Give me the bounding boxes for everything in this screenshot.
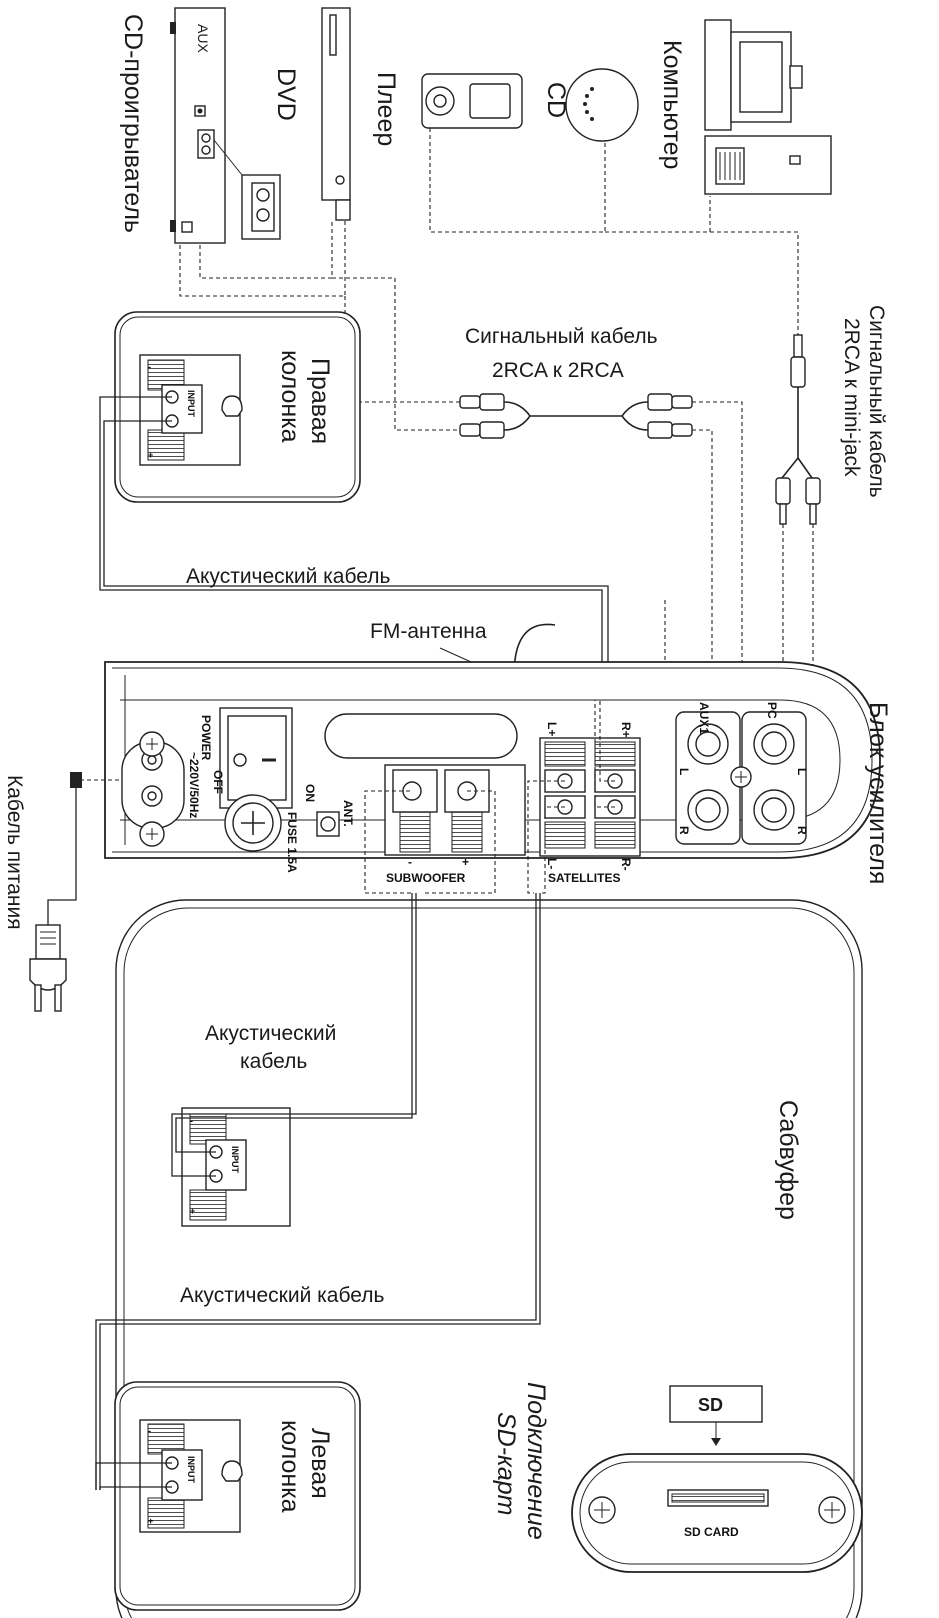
panel-sub-minus: - — [408, 855, 412, 869]
panel-pc-r: R — [795, 826, 809, 835]
sd-connect-label-2: SD-карт — [492, 1412, 520, 1516]
panel-fuse: FUSE 1.5A — [285, 812, 299, 873]
signal-cable-rca-label-1: Сигнальный кабель — [465, 325, 658, 348]
panel-l-plus: L+ — [545, 722, 559, 736]
signal-cable-mini-label-1: Сигнальный кабель — [865, 305, 888, 498]
acoustic-cable-bottom-label: Акустический кабель — [180, 1284, 385, 1307]
left-speaker-input: INPUT — [186, 1456, 196, 1484]
right-speaker-terminal — [139, 354, 243, 466]
panel-voltage: ~220V/50Hz — [187, 752, 201, 818]
dvd-icon — [321, 7, 351, 221]
panel-pc: PC — [765, 702, 779, 719]
computer-icon — [704, 19, 832, 195]
rca-cable-icon — [459, 393, 693, 439]
panel-ant: ANT. — [341, 800, 355, 827]
right-speaker-minus: - — [148, 362, 151, 372]
panel-r-minus: R- — [619, 858, 633, 871]
left-speaker-label-2: колонка — [276, 1420, 304, 1513]
signal-cable-rca-label-2: 2RCA к 2RCA — [492, 359, 624, 382]
right-speaker-plus: + — [148, 450, 153, 460]
subwoofer-terminal — [181, 1107, 291, 1227]
signal-cable-mini-label-2: 2RCA к mini-jack — [840, 318, 863, 477]
power-cable-label: Кабель питания — [3, 775, 26, 930]
panel-power: POWER — [199, 715, 213, 761]
right-speaker-input: INPUT — [186, 390, 196, 418]
cd-player-icon — [170, 7, 281, 244]
mp3-player-icon — [421, 73, 523, 129]
subwoofer-label: Сабвуфер — [774, 1100, 802, 1220]
computer-label: Компьютер — [658, 40, 686, 169]
panel-aux1: AUX1 — [697, 702, 711, 734]
panel-on: ON — [303, 784, 317, 802]
panel-aux-l: L — [677, 768, 691, 775]
left-speaker-plus: + — [148, 1516, 153, 1526]
dvd-label: DVD — [272, 68, 300, 121]
right-speaker-label-1: Правая — [306, 358, 334, 444]
cd-disc-icon — [565, 68, 639, 142]
sd-card-slot-icon — [571, 1453, 863, 1573]
power-plug-icon — [29, 924, 67, 1012]
cd-player-label: CD-проигрыватель — [119, 14, 147, 233]
acoustic-cable-top-label: Акустический кабель — [186, 565, 391, 588]
left-speaker-label-1: Левая — [306, 1428, 334, 1499]
acoustic-cable-mid-label-2: кабель — [240, 1050, 307, 1073]
fm-antenna-label: FM-антенна — [370, 620, 487, 643]
mini-jack-cable-icon — [775, 334, 821, 525]
panel-subwoofer: SUBWOOFER — [386, 871, 466, 885]
panel-off: OFF — [211, 770, 225, 794]
panel-sub-plus: + — [462, 855, 469, 869]
sub-input: INPUT — [230, 1146, 240, 1174]
left-speaker-minus: - — [148, 1426, 151, 1436]
panel-l-minus: L- — [545, 858, 559, 869]
amp-unit-label: Блок усилителя — [864, 702, 892, 884]
acoustic-cable-mid-label-1: Акустический — [205, 1022, 336, 1045]
sd-box — [669, 1385, 763, 1423]
sub-minus: - — [190, 1116, 193, 1126]
sub-plus: + — [190, 1206, 195, 1216]
sd-card-label: SD CARD — [684, 1525, 739, 1539]
amplifier-unit — [104, 661, 881, 859]
aux-label: AUX — [195, 24, 211, 53]
panel-aux-r: R — [677, 826, 691, 835]
sd-connect-label-1: Подключение — [522, 1382, 550, 1540]
left-speaker-terminal — [139, 1419, 243, 1533]
sd-label: SD — [698, 1395, 723, 1415]
player-label: Плеер — [372, 72, 400, 146]
panel-satellites: SATELLITES — [548, 871, 620, 885]
panel-pc-l: L — [795, 768, 809, 775]
cd-label: CD — [542, 82, 570, 118]
panel-r-plus: R+ — [619, 722, 633, 738]
right-speaker-label-2: колонка — [276, 350, 304, 443]
